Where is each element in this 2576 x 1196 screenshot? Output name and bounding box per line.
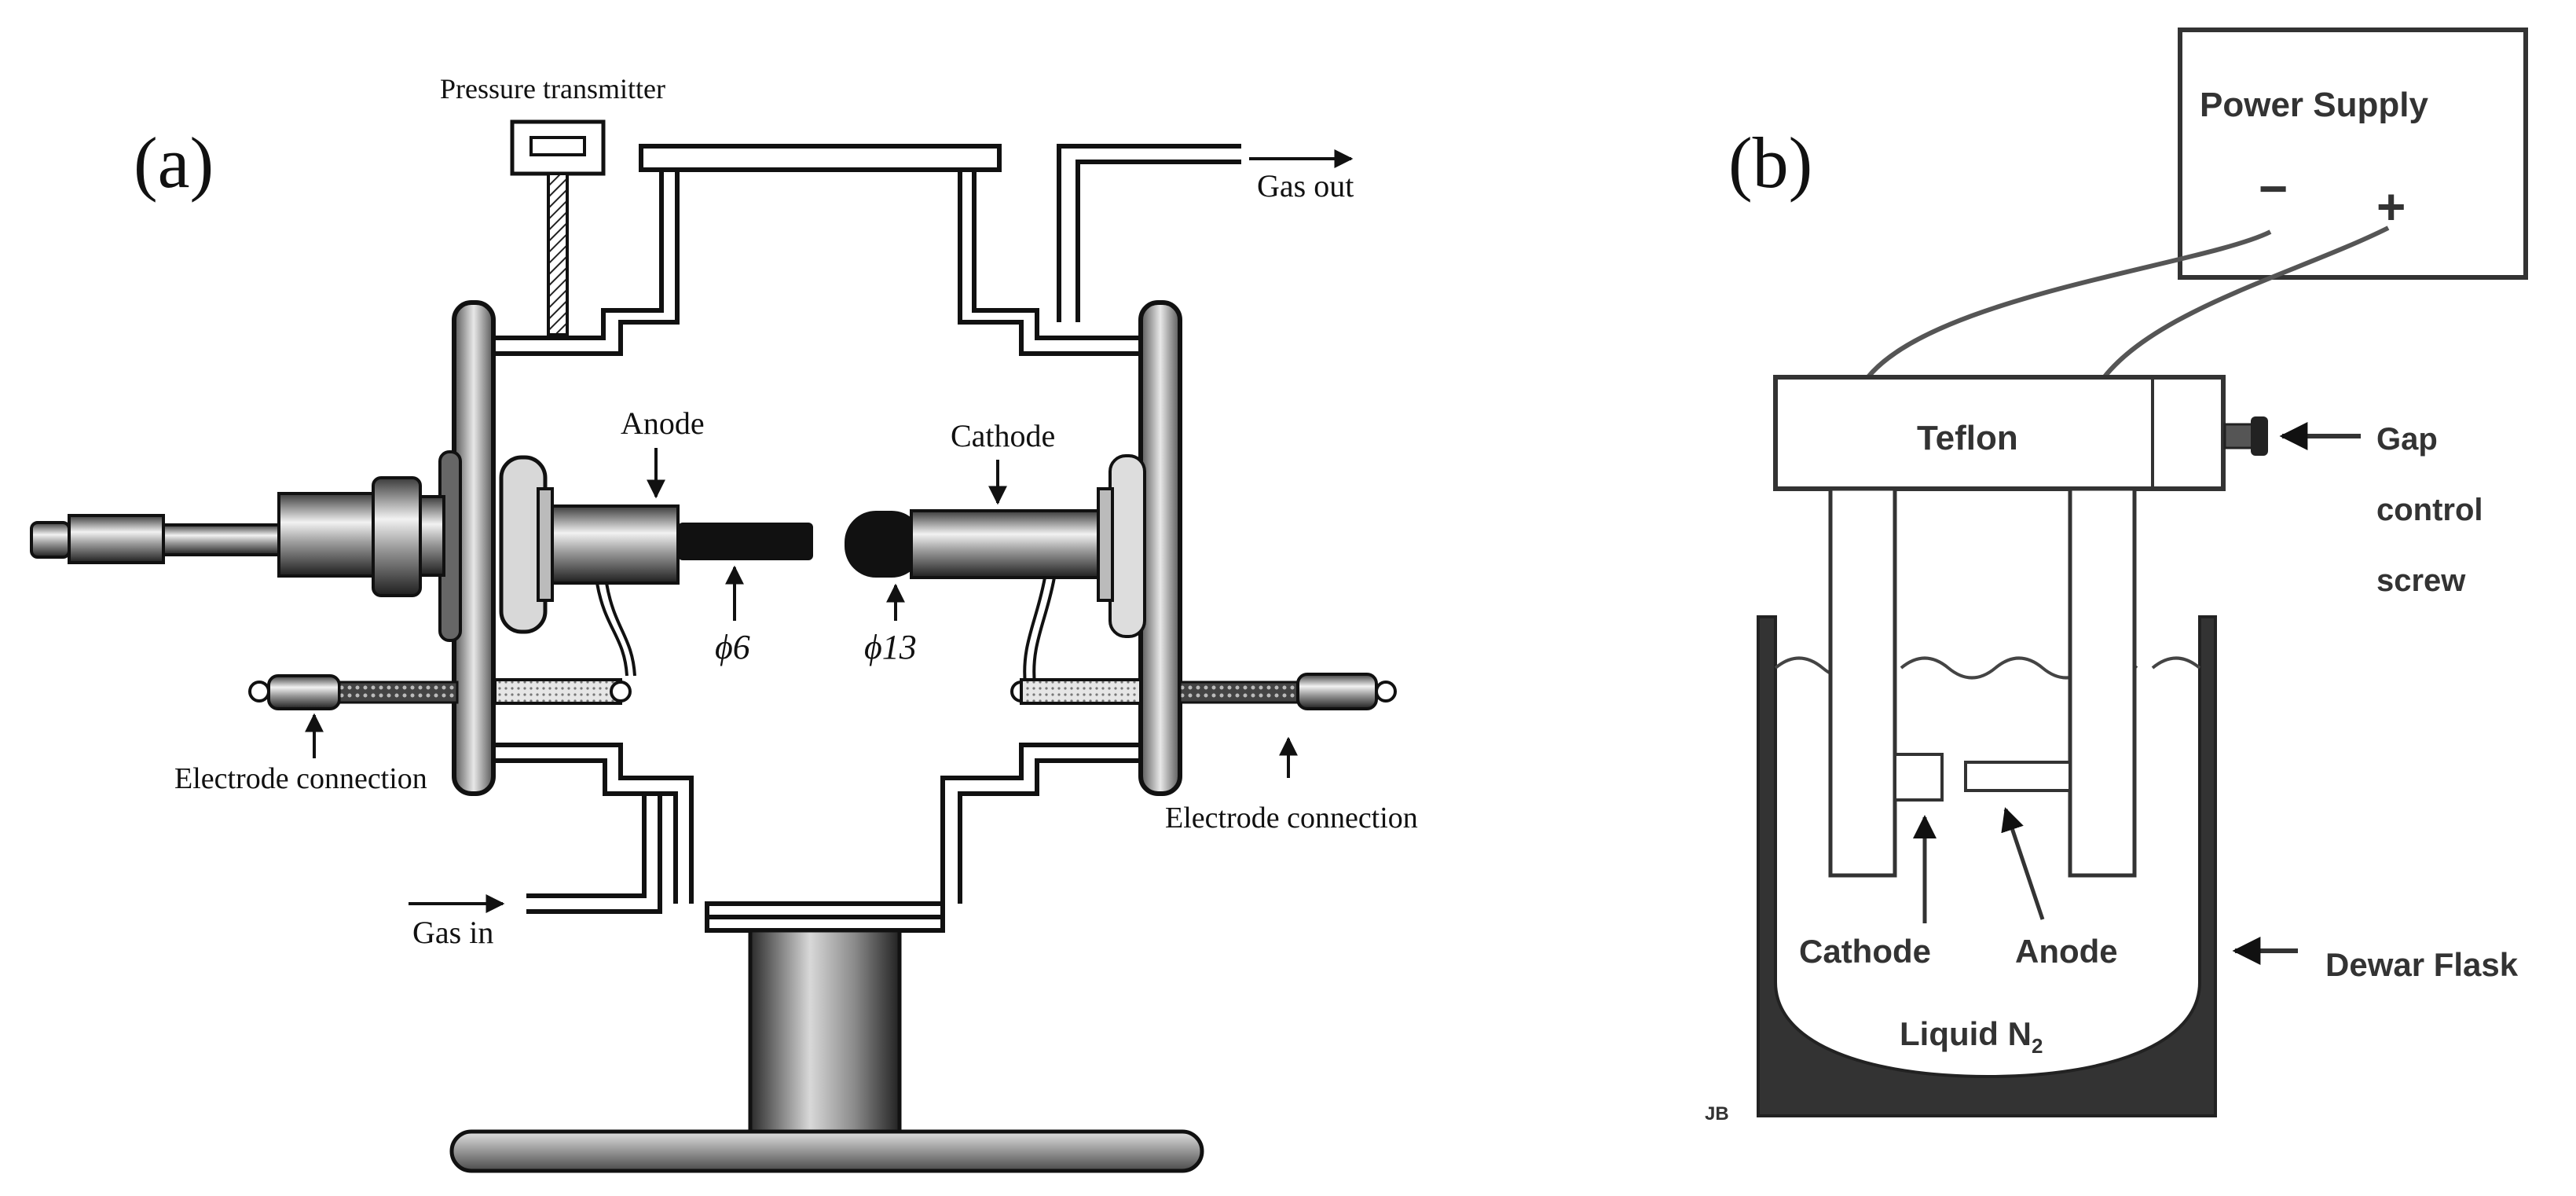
- gap-control-screw: Gap control screw: [2223, 416, 2483, 598]
- anode-rod-body: [551, 504, 680, 585]
- panel-b-label: (b): [1728, 123, 1812, 203]
- cathode-label: Cathode: [951, 418, 1055, 453]
- gap-control-label-2: control: [2376, 493, 2483, 527]
- negative-wire: [1856, 229, 2272, 394]
- gas-out-pipe: Gas out: [1057, 144, 1354, 322]
- pressure-transmitter-stem: [547, 172, 569, 336]
- power-supply-label: Power Supply: [2200, 86, 2428, 124]
- panel-a-label: (a): [134, 123, 214, 203]
- phi6-label: ϕ6: [715, 628, 750, 666]
- anode-label-b: Anode: [2015, 933, 2118, 970]
- chamber-base: [449, 1129, 1204, 1173]
- pressure-transmitter: Pressure transmitter: [440, 73, 665, 336]
- panel-a: (a) Pressure transmitter Gas out: [30, 73, 1418, 1173]
- positive-wire: [2091, 226, 2390, 394]
- power-supply-box: [2178, 28, 2528, 280]
- dewar-flask-label: Dewar Flask: [2325, 946, 2519, 983]
- anode-tip: [678, 523, 813, 560]
- gap-control-label-3: screw: [2376, 563, 2466, 598]
- gas-out-label: Gas out: [1257, 168, 1354, 204]
- gas-in-label: Gas in: [412, 915, 493, 950]
- anode-arrow-b: [2001, 807, 2045, 920]
- gap-control-label-1: Gap: [2376, 422, 2438, 457]
- minus-terminal: −: [2259, 160, 2288, 217]
- anode-label: Anode: [621, 405, 705, 441]
- cathode-electrode: [1893, 753, 1944, 802]
- cathode-rod-body: [910, 509, 1101, 579]
- anode-assembly: [499, 455, 813, 677]
- cathode-assembly: [845, 487, 1114, 684]
- anode-electrode: [1964, 761, 2072, 792]
- pressure-transmitter-label: Pressure transmitter: [440, 73, 665, 105]
- cathode-label-b: Cathode: [1799, 933, 1931, 970]
- left-electrode-feedthrough: [248, 674, 632, 710]
- right-flange: [1108, 300, 1182, 796]
- electrode-connection-left-label: Electrode connection: [174, 762, 427, 795]
- cathode-support-leg: [1828, 486, 1897, 878]
- teflon-label: Teflon: [1917, 419, 2018, 457]
- right-electrode-feedthrough: [1010, 673, 1397, 710]
- pressure-transmitter-display: [529, 136, 586, 156]
- phi13-label: ϕ13: [864, 628, 917, 666]
- electrode-connection-right-label: Electrode connection: [1165, 802, 1418, 835]
- anode-support-leg: [2068, 486, 2137, 878]
- left-micrometer: [30, 476, 445, 597]
- gas-in-pipe: Gas in: [409, 794, 662, 950]
- left-flange: [438, 300, 496, 796]
- dewar-flask-outer: [1757, 615, 2217, 1117]
- corner-mark: JB: [1705, 1103, 1729, 1124]
- teflon-block: [1773, 375, 2226, 491]
- liquid-n2-label: Liquid N2: [1900, 1015, 2043, 1058]
- chamber-stand: [748, 928, 902, 1141]
- panel-b: (b) Power Supply − + Teflon Gap control …: [1705, 28, 2528, 1124]
- plus-terminal: +: [2376, 178, 2406, 235]
